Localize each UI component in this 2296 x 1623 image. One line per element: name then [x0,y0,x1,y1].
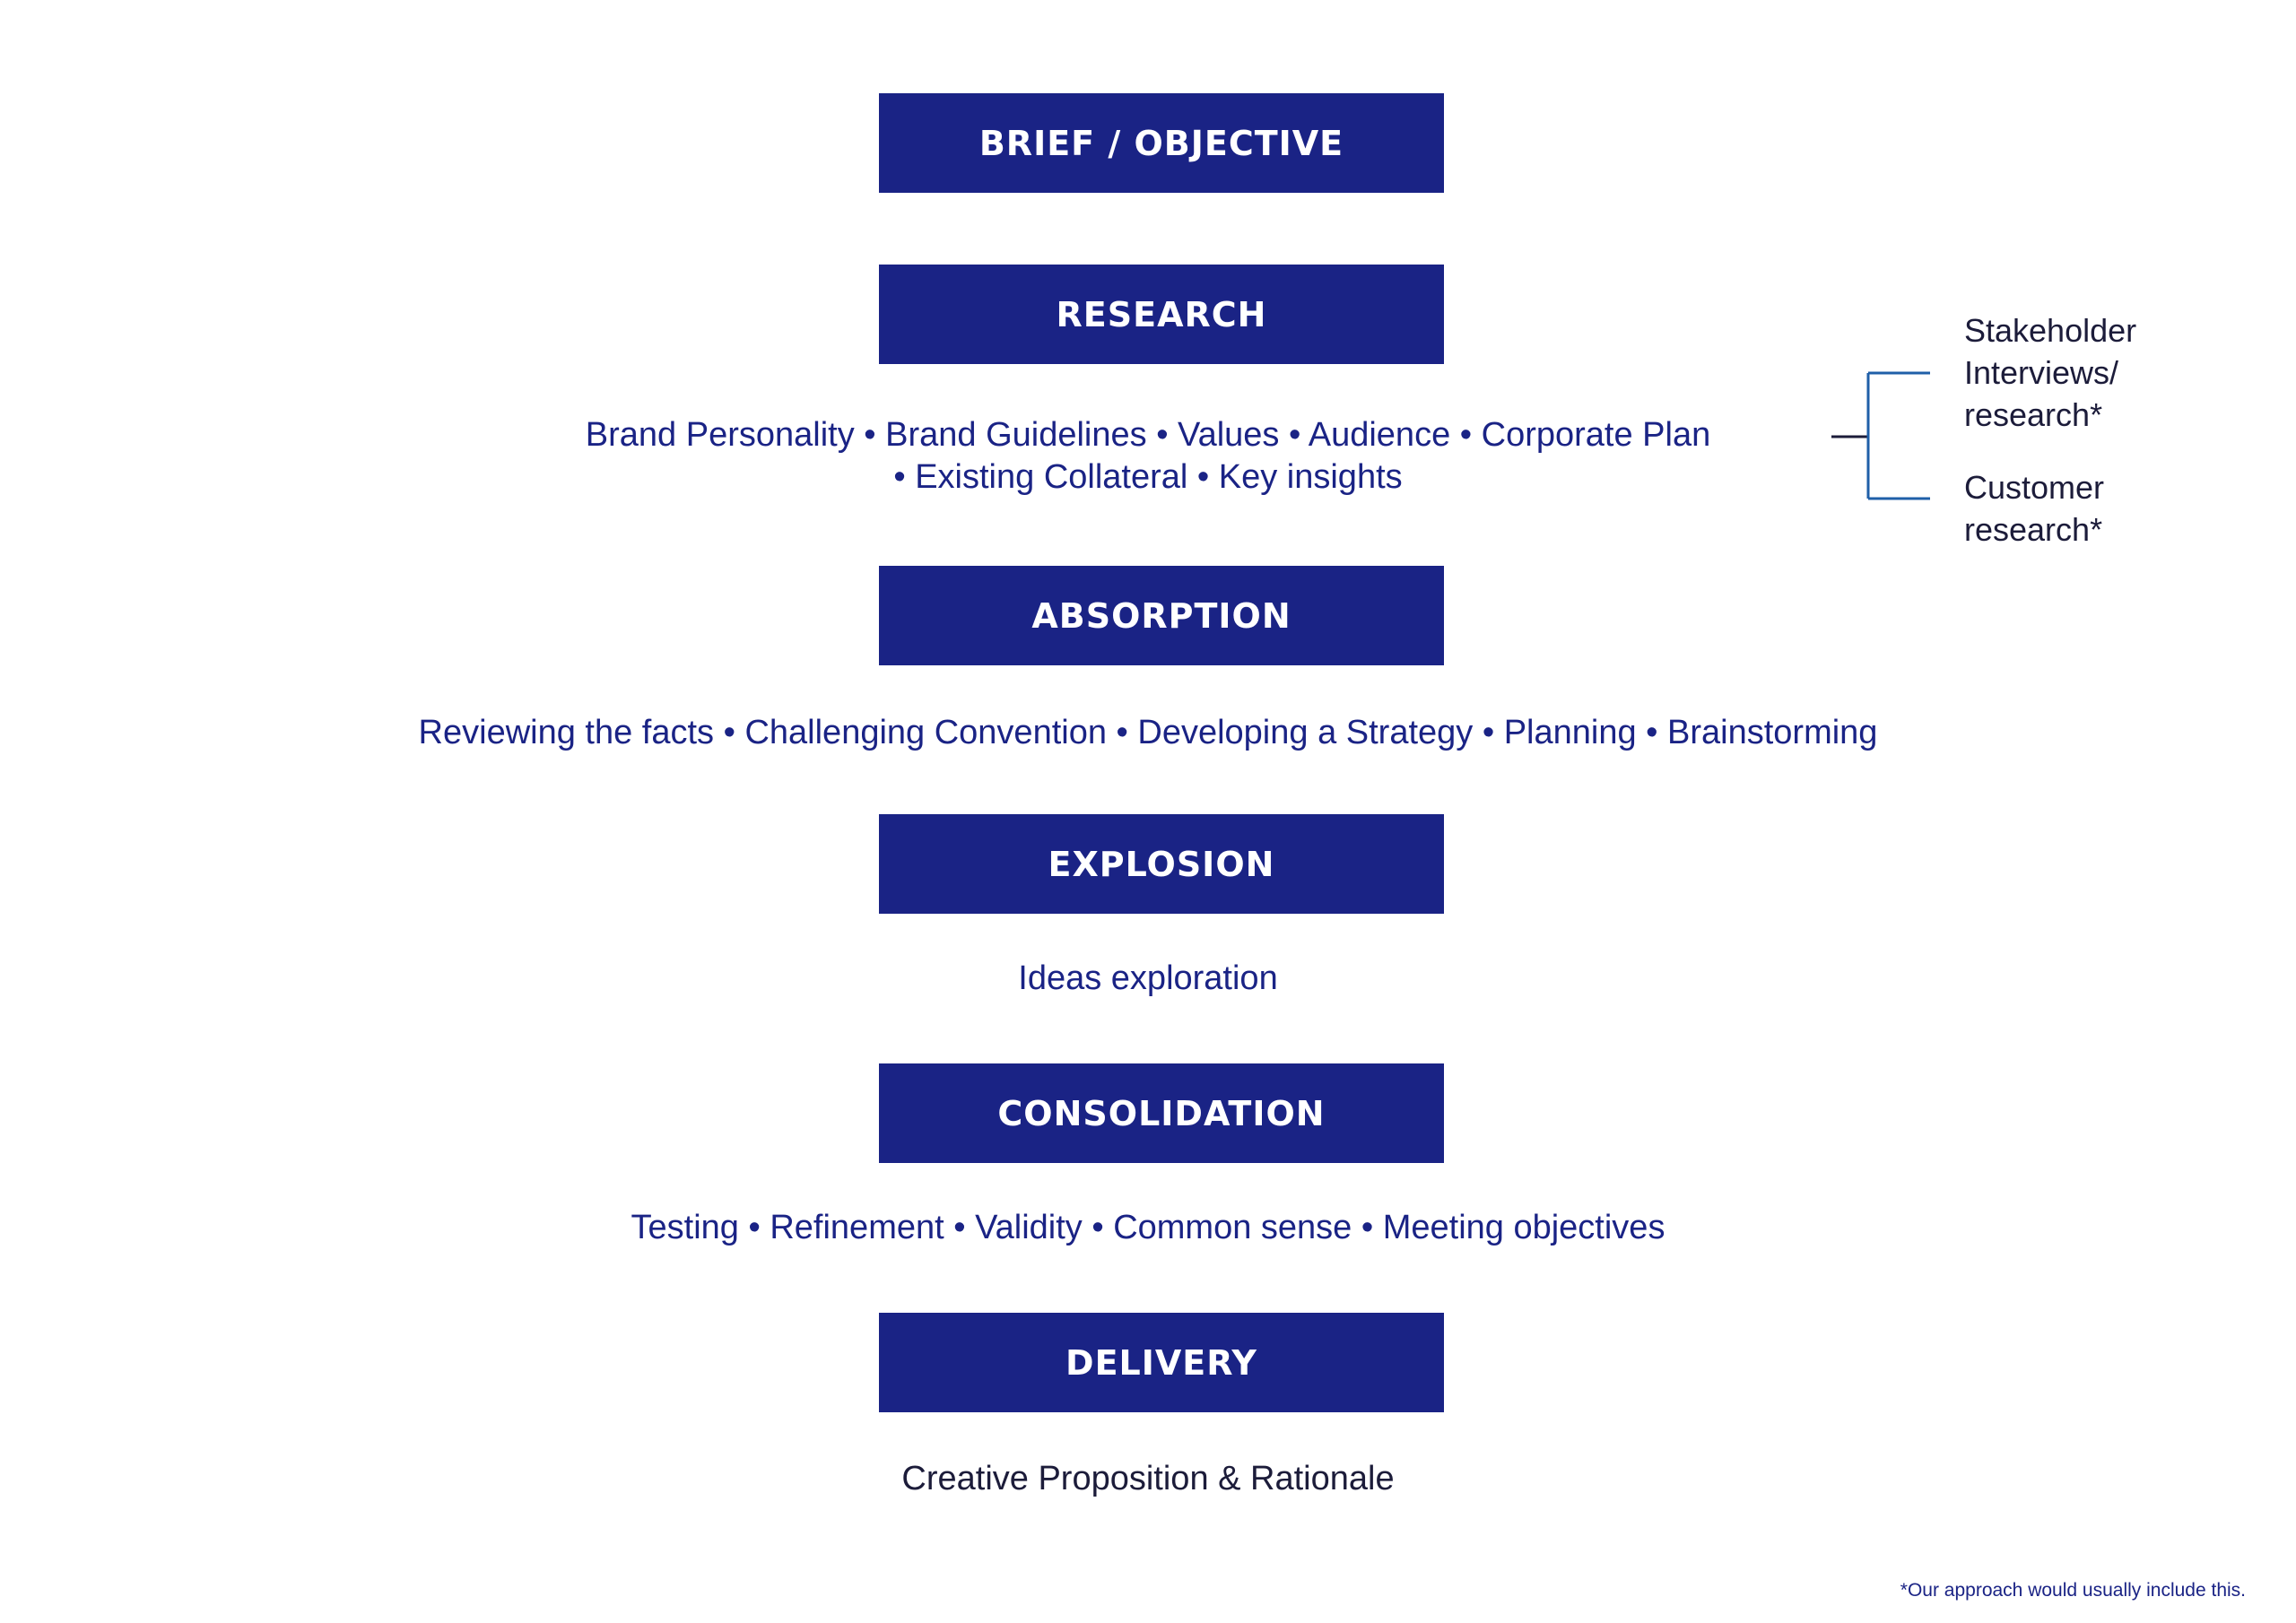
consolidation-details-line: Testing • Refinement • Validity • Common… [631,1209,1665,1246]
stage-label: CONSOLIDATION [997,1093,1326,1133]
explosion-details-line: Ideas exploration [1018,959,1278,997]
customer-note-line-2: research* [1964,511,2103,548]
stage-consolidation: CONSOLIDATION [879,1063,1444,1163]
stage-label: EXPLOSION [1048,844,1275,884]
explosion-details: Ideas exploration [0,958,2296,1000]
research-bracket-connector [1831,371,1930,500]
stage-research: RESEARCH [879,265,1444,364]
customer-research-note: Customer research* [1964,466,2104,551]
stage-label: ABSORPTION [1031,595,1292,636]
research-details-line-2: • Existing Collateral • Key insights [893,458,1403,496]
stage-absorption: ABSORPTION [879,566,1444,665]
absorption-details-line: Reviewing the facts • Challenging Conven… [418,714,1878,751]
footnote: *Our approach would usually include this… [1900,1580,2246,1601]
stage-label: DELIVERY [1065,1342,1257,1383]
research-details: Brand Personality • Brand Guidelines • V… [0,414,2296,499]
stage-brief-objective: BRIEF / OBJECTIVE [879,93,1444,193]
delivery-details-line: Creative Proposition & Rationale [901,1460,1395,1497]
customer-note-line-1: Customer [1964,469,2105,506]
absorption-details: Reviewing the facts • Challenging Conven… [0,712,2296,754]
stakeholder-note-line-1: Stakeholder [1964,312,2137,349]
consolidation-details: Testing • Refinement • Validity • Common… [0,1207,2296,1249]
stage-label: RESEARCH [1056,294,1267,334]
stage-label: BRIEF / OBJECTIVE [978,123,1344,163]
stage-delivery: DELIVERY [879,1313,1444,1412]
stakeholder-note-line-2: Interviews/ [1964,354,2119,391]
stakeholder-note-line-3: research* [1964,396,2103,433]
stakeholder-research-note: Stakeholder Interviews/ research* [1964,309,2136,436]
research-details-line-1: Brand Personality • Brand Guidelines • V… [585,416,1711,454]
stage-explosion: EXPLOSION [879,814,1444,914]
delivery-details: Creative Proposition & Rationale [0,1458,2296,1500]
